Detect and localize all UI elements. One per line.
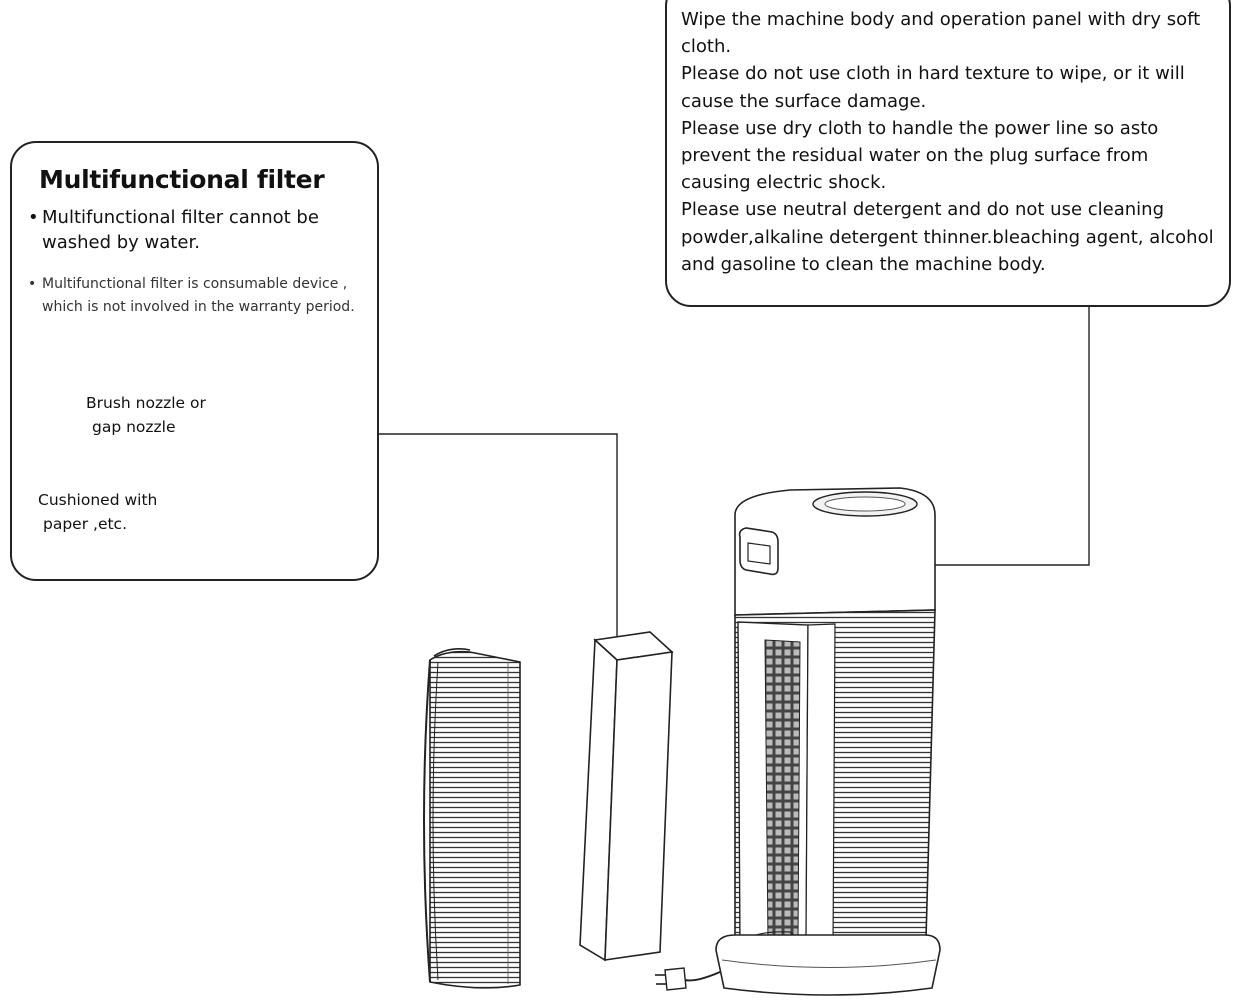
label-cushioned: Cushioned with [38,491,158,509]
filter-bullet-warranty: Multifunctional filter is consumable dev… [28,273,368,319]
filter-cartridge [579,631,674,962]
label-paper: paper ,etc. [43,515,128,533]
leader-line-filter [379,433,618,640]
label-brush-nozzle: Brush nozzle or [86,394,206,412]
filter-bullet-wash: Multifunctional filter cannot be washed … [28,205,368,255]
purifier-body [655,487,941,996]
filter-title: Multifunctional filter [39,165,325,194]
cleaning-line-power-line: Please use dry cloth to handle the power… [681,117,1159,194]
cleaning-line-hard-cloth: Please do not use cloth in hard texture … [681,63,1185,112]
cleaning-line-detergent: Please use neutral detergent and do not … [681,199,1214,275]
cleaning-line-wipe: Wipe the machine body and operation pane… [681,9,1201,58]
cleaning-callout-box: Wipe the machine body and operation pane… [665,0,1231,307]
filter-callout-box: Multifunctional filter Multifunctional f… [10,141,379,581]
label-gap-nozzle: gap nozzle [92,418,176,436]
leader-line-body [885,307,1090,566]
cleaning-instructions: Wipe the machine body and operation pane… [681,6,1221,278]
front-grille-panel [423,648,521,989]
